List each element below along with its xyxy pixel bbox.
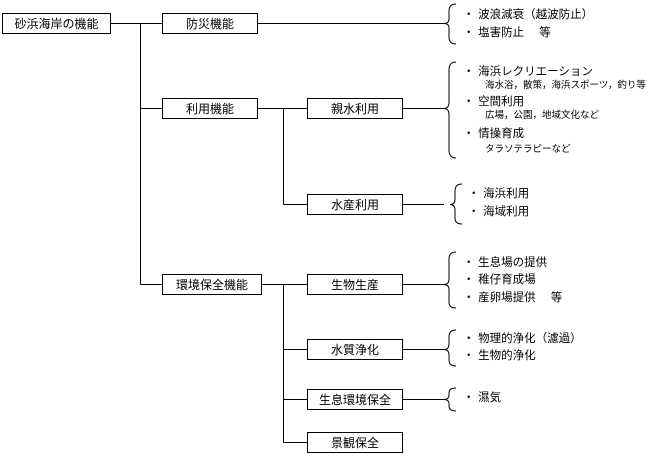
box-keikan-hozen: 景観保全	[307, 432, 403, 453]
connector-root	[110, 23, 162, 285]
bousai-label: 防災機能	[185, 16, 234, 31]
note-suishitsu-2: ・ 生物的浄化	[463, 348, 536, 362]
note-suisan-2: ・ 海域利用	[468, 204, 530, 218]
note-shinsui-1: ・ 海浜レクリエーション	[463, 64, 593, 78]
note-shinsui-3-sub: タラソテラピーなど	[485, 144, 571, 155]
shinsui-label: 親水利用	[330, 101, 379, 116]
riyou-label: 利用機能	[185, 101, 234, 116]
connector-kankyou	[262, 284, 307, 443]
box-riyou-kinou: 利用機能	[162, 98, 258, 119]
suisan-label: 水産利用	[330, 197, 379, 212]
brace-seisoku	[443, 387, 457, 412]
note-seibutsu-3: ・ 産卵場提供 等	[463, 290, 563, 304]
note-seisoku-1: ・ 濕気	[463, 390, 502, 404]
note-shinsui-3: ・ 情操育成	[463, 126, 525, 140]
brace-seibutsu	[443, 251, 457, 309]
brace-suishitsu	[443, 329, 457, 367]
note-bousai-1: ・ 波浪減衰（越波防止）	[463, 7, 594, 21]
note-shinsui-2: ・ 空間利用	[463, 94, 525, 108]
brace-bousai	[443, 3, 457, 45]
box-seisoku-kankyou-hozen: 生息環境保全	[307, 389, 403, 410]
kankyou-label: 環境保全機能	[175, 277, 248, 292]
root-box: 砂浜海岸の機能	[2, 13, 111, 34]
note-shinsui-2-sub: 広場，公園，地域文化など	[485, 110, 600, 121]
brace-suisan	[449, 183, 463, 225]
box-shinsui-riyou: 親水利用	[307, 98, 403, 119]
note-bousai-2: ・ 塩害防止 等	[463, 25, 551, 39]
root-label: 砂浜海岸の機能	[14, 16, 99, 31]
seibutsu-label: 生物生産	[330, 277, 379, 292]
box-kankyou-hozen-kinou: 環境保全機能	[162, 274, 262, 295]
keikan-label: 景観保全	[330, 435, 379, 450]
connector-riyou	[258, 108, 307, 205]
note-seibutsu-2: ・ 稚仔育成場	[463, 272, 536, 286]
box-seibutsu-seisan: 生物生産	[307, 274, 403, 295]
note-suishitsu-1: ・ 物理的浄化（濾過）	[463, 331, 582, 345]
note-suisan-1: ・ 海浜利用	[468, 186, 530, 200]
suishitsu-label: 水質浄化	[330, 342, 379, 357]
note-seibutsu-1: ・ 生息場の提供	[463, 255, 548, 269]
note-shinsui-1-sub: 海水浴，散策，海浜スポーツ，釣り等	[485, 80, 646, 91]
seisoku-label: 生息環境保全	[318, 392, 391, 407]
brace-shinsui	[443, 61, 457, 159]
box-suishitsu-jouka: 水質浄化	[307, 339, 403, 360]
box-bousai-kinou: 防災機能	[162, 13, 258, 34]
box-suisan-riyou: 水産利用	[307, 194, 403, 215]
